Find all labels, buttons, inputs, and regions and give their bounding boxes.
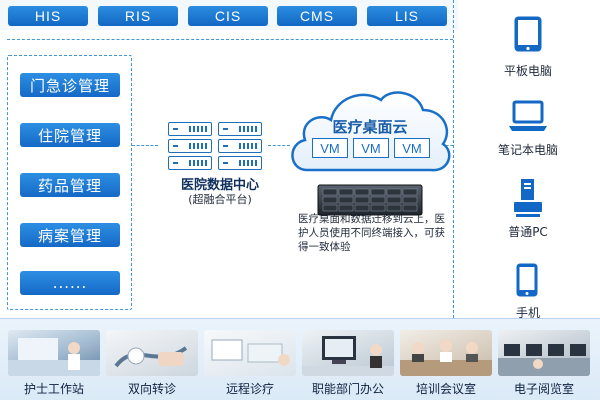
data-center-title: 医院数据中心 [180,178,259,193]
scenario-label-referral: 双向转诊 [127,382,176,396]
scenario-photo-nurse-station [8,330,100,376]
dc-to-cloud-connector [268,145,290,146]
module-medical-records: 病案管理 [20,223,120,247]
module-more: ...... [20,271,120,295]
module-inpatient: 住院管理 [20,123,120,147]
scenario-label-nurse-station: 护士工作站 [23,382,84,396]
server-icon [168,122,212,170]
laptop-icon [509,100,547,131]
data-center-subtitle: (超融合平台) [188,193,252,206]
device-label-pc: 普通PC [508,225,548,239]
mobile-phone-icon [516,263,538,297]
scenario-photo-e-reading-room [498,330,590,376]
vm-box: VM [353,138,389,158]
system-tab-his: HIS [8,6,88,26]
cloud-description: 医疗桌面和数据迁移到云上，医护人员使用不同终端接入，可获得一致体验 [298,213,445,253]
desktop-pc-icon [514,179,542,217]
system-tab-cms: CMS [277,6,357,26]
device-label-phone: 手机 [515,306,540,320]
module-group [7,55,132,310]
device-label-tablet: 平板电脑 [503,64,552,78]
cloud-to-devices-connector [446,145,453,146]
scenario-label-meeting-room: 培训会议室 [415,382,476,396]
modules-to-dc-connector [132,145,158,146]
scenario-photo-referral [106,330,198,376]
system-tab-cis: CIS [188,6,268,26]
rack-server-icon [317,184,423,216]
scenario-photo-meeting-room [400,330,492,376]
scenario-label-remote-diagnosis: 远程诊疗 [225,382,274,396]
top-connector [7,39,453,40]
cloud-title: 医疗桌面云 [332,118,408,136]
vm-box: VM [394,138,430,158]
system-tab-lis: LIS [367,6,447,26]
scenario-label-office: 职能部门办公 [311,382,384,396]
scenario-photo-office [302,330,394,376]
system-tab-ris: RIS [98,6,178,26]
right-divider [453,0,454,318]
module-pharmacy: 药品管理 [20,173,120,197]
vm-box: VM [312,138,348,158]
module-outpatient: 门急诊管理 [20,73,120,97]
scenario-label-e-reading-room: 电子阅览室 [513,382,574,396]
tablet-icon [514,16,542,52]
server-icon [218,122,262,170]
device-label-laptop: 笔记本电脑 [497,143,558,157]
scenario-photo-remote-diagnosis [204,330,296,376]
